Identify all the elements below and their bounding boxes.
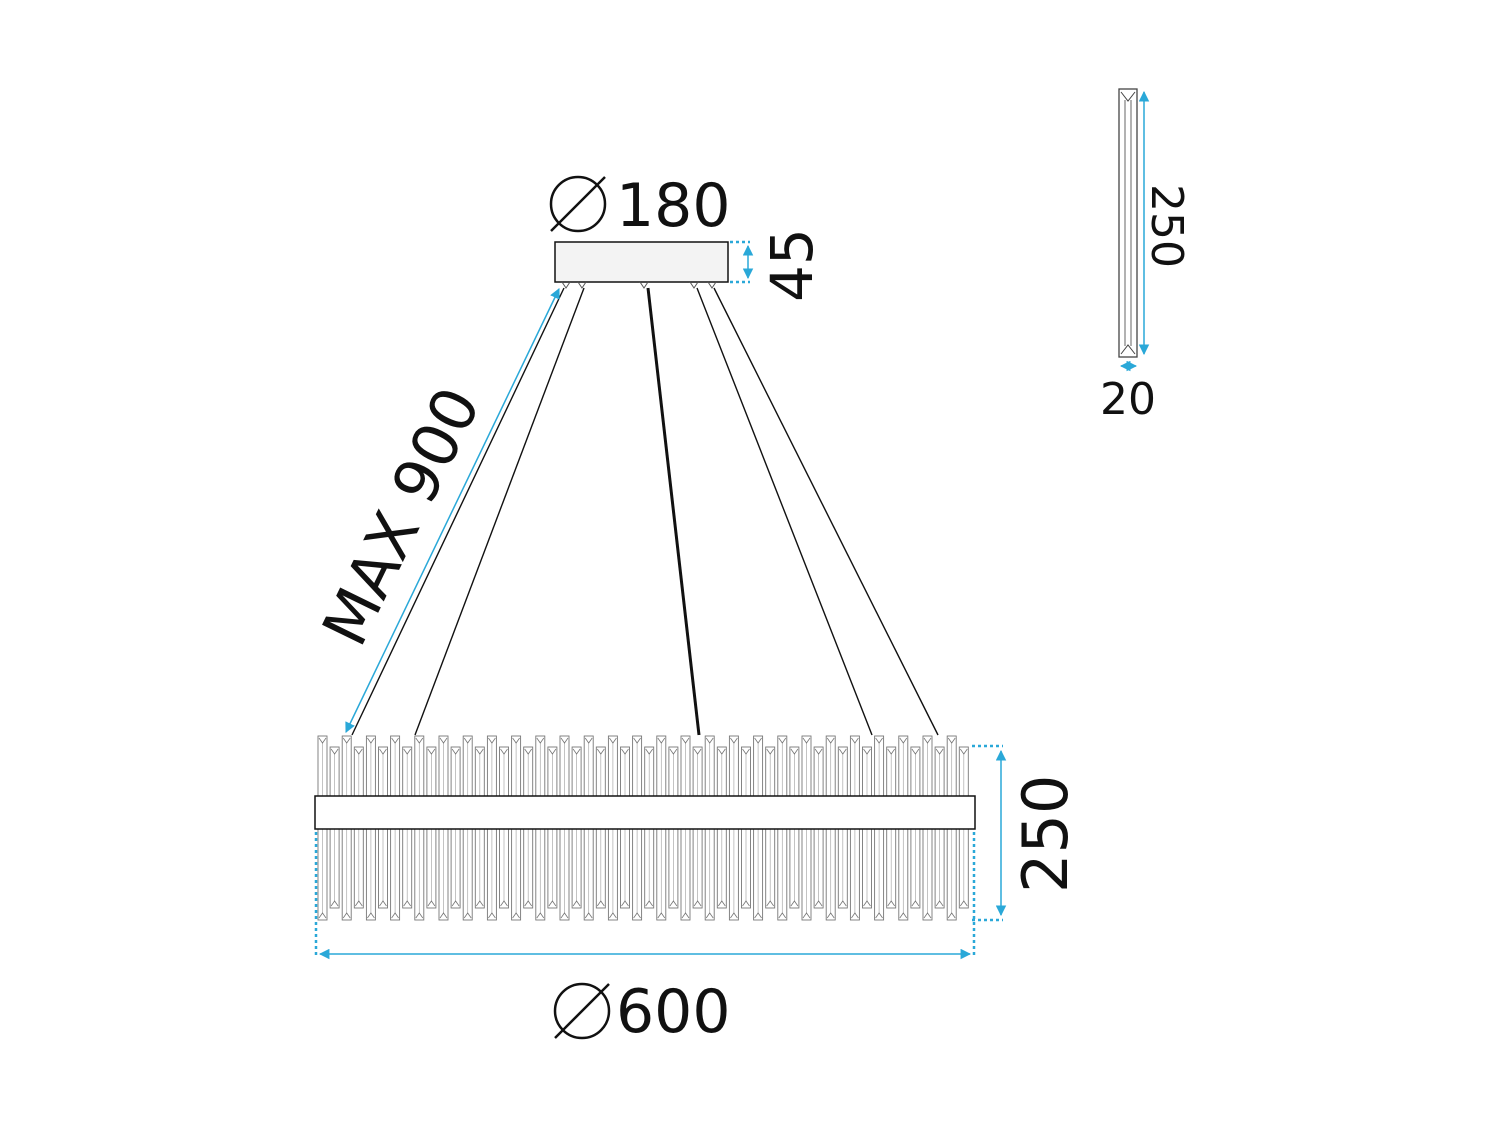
diameter-icon	[553, 982, 611, 1040]
crystal-rod-outline	[1118, 88, 1138, 358]
canopy-diameter-label: 180	[549, 171, 731, 241]
max-length-dimension: MAX 900	[308, 288, 560, 733]
lamp-ring	[314, 735, 976, 921]
canopy-height-value: 45	[758, 228, 826, 302]
crystal-length-value: 250	[1141, 184, 1192, 268]
ring-band	[314, 795, 976, 830]
crystal-detail: 250 20	[1100, 88, 1192, 425]
max-length-value: MAX 900	[308, 376, 495, 656]
canopy-height-dimension: 45	[730, 228, 826, 302]
cable	[696, 287, 873, 736]
cable	[646, 287, 701, 736]
crystal-width-value: 20	[1100, 374, 1156, 425]
canopy-body	[554, 241, 729, 283]
canopy-cable-mounts	[561, 281, 717, 289]
cable	[713, 287, 939, 736]
canopy	[554, 241, 729, 289]
ring-height-dimension: 250	[972, 744, 1082, 922]
ring-diameter-dimension	[314, 832, 976, 960]
ring-height-value: 250	[1009, 775, 1082, 893]
ring-diameter-label: 600	[553, 977, 731, 1047]
canopy-diameter-value: 180	[616, 171, 731, 241]
diameter-icon	[549, 175, 607, 233]
ring-diameter-value: 600	[616, 977, 731, 1047]
